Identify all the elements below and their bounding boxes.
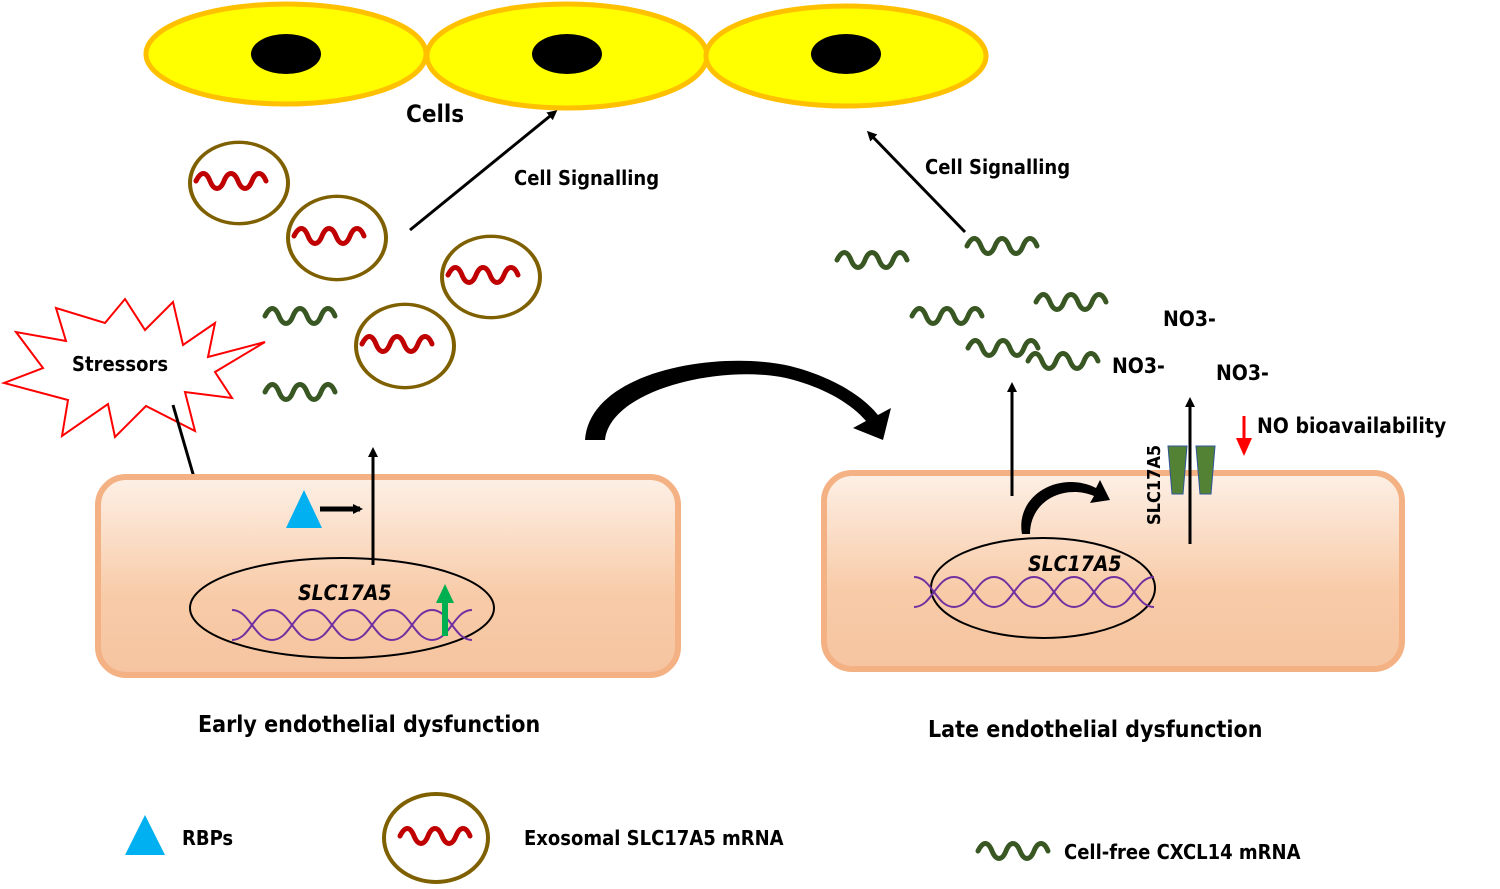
- transporter-channel-icon: [1167, 445, 1188, 495]
- exosomal-mrna-icon: [362, 337, 432, 352]
- exosome: [440, 234, 542, 320]
- cellfree-mrna-icon: [912, 309, 982, 324]
- cell: [424, 1, 710, 111]
- exosome: [354, 302, 456, 390]
- nucleus: [811, 34, 881, 74]
- exosome: [286, 194, 388, 282]
- nucleus: [532, 34, 602, 74]
- cellfree-mrna-icon: [968, 341, 1038, 356]
- exosomal-mrna-icon: [294, 229, 364, 244]
- endothelial-cell-late: [821, 470, 1405, 672]
- legend: RBPs Exosomal SLC17A5 mRNA Cell-free CXC…: [125, 792, 1301, 884]
- cellfree-mrna-icon: [1028, 354, 1098, 369]
- cellfree-mrna-icon: [265, 309, 335, 324]
- transporter-label: SLC17A5: [1144, 445, 1165, 525]
- legend-label: Exosomal SLC17A5 mRNA: [524, 826, 784, 850]
- caption-late: Late endothelial dysfunction: [928, 717, 1262, 743]
- stressors-label: Stressors: [72, 352, 168, 376]
- cellfree-mrna-icon: [1036, 295, 1106, 310]
- cells-row: [143, 1, 989, 111]
- progression-arrow-icon: [585, 360, 891, 440]
- exosomal-mrna-icon: [196, 174, 266, 189]
- exosomal-mrna-icon: [448, 268, 518, 283]
- legend-label: RBPs: [182, 826, 233, 850]
- no-bioavailability-label: NO bioavailability: [1257, 414, 1446, 438]
- caption-early: Early endothelial dysfunction: [198, 712, 540, 738]
- transporter-channel-icon: [1195, 445, 1216, 495]
- rbp-triangle-icon: [286, 490, 322, 528]
- cells-label: Cells: [406, 100, 464, 128]
- cellfree-mrna-icon: [837, 253, 907, 268]
- no3-label: NO3-: [1112, 354, 1165, 378]
- gene-label-late: SLC17A5: [1028, 552, 1122, 576]
- endothelial-cell-early: [95, 474, 681, 678]
- rbp-legend-icon: [125, 815, 165, 855]
- translation-arrow-icon: [1021, 480, 1110, 534]
- cellfree-mrna-icon: [265, 385, 335, 400]
- exosome-legend-icon: [382, 792, 490, 884]
- signalling-arrow-right: [866, 130, 967, 234]
- legend-label: Cell-free CXCL14 mRNA: [1064, 840, 1301, 864]
- nucleus-early: [189, 557, 495, 659]
- cell: [703, 3, 989, 109]
- signalling-arrow-left: [409, 110, 558, 232]
- cell-signalling-label-right: Cell Signalling: [925, 155, 1070, 179]
- no3-label: NO3-: [1216, 361, 1269, 385]
- gene-label-early: SLC17A5: [298, 581, 392, 605]
- nucleus: [251, 34, 321, 74]
- stressors-burst-icon: [0, 297, 266, 440]
- exosome: [188, 140, 290, 226]
- cellfree-mrna-icon: [967, 239, 1037, 254]
- cellfree-legend-icon: [978, 844, 1048, 859]
- no3-label: NO3-: [1163, 307, 1216, 331]
- cell: [143, 1, 429, 107]
- cell-signalling-label-left: Cell Signalling: [514, 166, 659, 190]
